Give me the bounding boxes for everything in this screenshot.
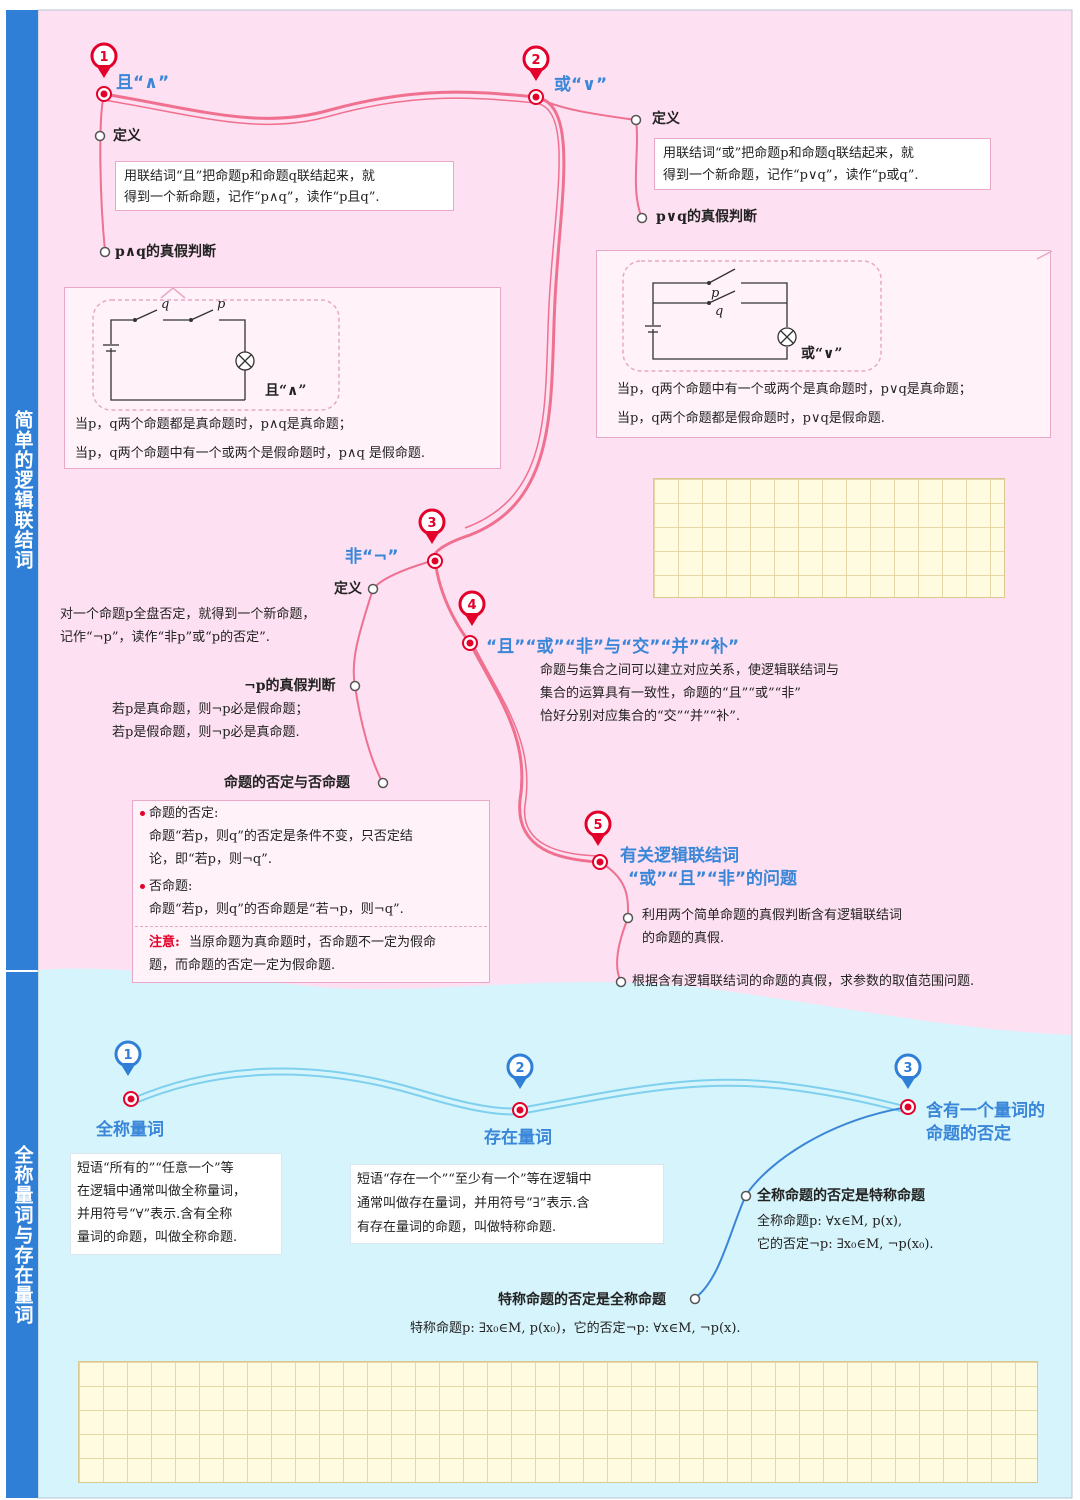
node1-judge-label: p∧q的真假判断 <box>115 244 216 260</box>
s2-node3-item2-text: 特称命题p: ∃x₀∈M, p(x₀)，它的否定¬p: ∀x∈M, ¬p(x). <box>410 1321 741 1336</box>
node5-item1-line1: 利用两个简单命题的真假判断含有逻辑联结词 <box>642 908 903 923</box>
node1-title: 且“∧” <box>116 73 170 93</box>
neg-note-label: 注意: <box>149 935 180 950</box>
node2-def-line2: 得到一个新命题，记作“p∨q”，读作“p或q”. <box>663 168 919 183</box>
s2-node2-box: 短语“存在一个”“至少有一个”等在逻辑中 通常叫做存在量词，并用符号“∃”表示.… <box>350 1164 664 1244</box>
node3-neg-box: 命题的否定: 命题“若p，则q”的否定是条件不变，只否定结 论，即“若p，则¬q… <box>132 800 490 983</box>
marker-s1-1: 1 <box>90 42 118 102</box>
node1-def-label: 定义 <box>113 128 141 144</box>
neg-item2-title: 否命题: <box>149 879 193 894</box>
neg-item1-line1: 命题“若p，则q”的否定是条件不变，只否定结 <box>149 829 413 844</box>
node5-title-line2: “或”“且”“非”的问题 <box>628 869 798 889</box>
neg-item2-line1: 命题“若p，则q”的否命题是“若¬p，则¬q”. <box>149 902 404 917</box>
s2-node3-item1-line2: 它的否定¬p: ∃x₀∈M, ¬p(x₀). <box>757 1237 934 1252</box>
node2-rule2: 当p，q两个命题都是假命题时，p∨q是假命题. <box>617 411 885 426</box>
marker-s2-3-num: 3 <box>903 1061 912 1076</box>
node1-rule1: 当p，q两个命题都是真命题时，p∧q是真命题； <box>75 417 352 432</box>
node5-item1-line2: 的命题的真假. <box>642 931 725 946</box>
s2-node2-line1: 短语“存在一个”“至少有一个”等在逻辑中 <box>357 1172 592 1187</box>
and-circuit-diagram <box>92 288 340 411</box>
or-circuit-diagram <box>622 251 1052 372</box>
node3-neg-label: 命题的否定与否命题 <box>224 775 350 791</box>
node2-def-line1: 用联结词“或”把命题p和命题q联结起来，就 <box>663 146 914 161</box>
or-circuit-caption: 或“∨” <box>801 346 843 362</box>
node4-line3: 恰好分别对应集合的“交”“并”“补”. <box>540 709 741 724</box>
node2-judge-box: p q 或“∨” 当p，q两个命题中有一个或两个是真命题时，p∨q是真命题； 当… <box>596 250 1052 438</box>
and-circuit-q: q <box>161 297 170 312</box>
s2-node3-title-line1: 含有一个量词的 <box>926 1101 1045 1121</box>
or-circuit-q: q <box>715 304 724 319</box>
node5-item2: 根据含有逻辑联结词的命题的真假，求参数的取值范围问题. <box>632 974 975 989</box>
node1-rule2: 当p，q两个命题中有一个或两个是假命题时，p∧q 是假命题. <box>75 446 426 461</box>
node3-def-line2: 记作“¬p”，读作“非p”或“p的否定”. <box>60 630 270 645</box>
marker-s1-4-num: 4 <box>467 598 476 613</box>
s2-node3-item2-label: 特称命题的否定是全称命题 <box>498 1292 666 1308</box>
s2-node1-box: 短语“所有的”“任意一个”等 在逻辑中通常叫做全称量词， 并用符号“∀”表示.含… <box>70 1153 282 1255</box>
branch-dots <box>94 114 752 1305</box>
neg-divider <box>135 926 487 927</box>
neg-note-line2: 题，而命题的否定一定为假命题. <box>149 958 336 973</box>
node3-judge-line1: 若p是真命题，则¬p必是假命题； <box>112 702 309 717</box>
node2-def-label: 定义 <box>652 111 680 127</box>
s2-node2-line3: 有存在量词的命题，叫做特称命题. <box>357 1220 557 1235</box>
node2-judge-label: p∨q的真假判断 <box>656 209 757 225</box>
s2-node1-line4: 量词的命题，叫做全称命题. <box>77 1230 238 1245</box>
section1-side-title: 简单的逻辑联结词 <box>6 10 38 970</box>
node1-judge-box: q p 且“∧” 当p，q两个命题都是真命题时，p∧q是真命题； 当p，q两个命… <box>64 287 501 469</box>
s2-node2-title: 存在量词 <box>484 1128 552 1148</box>
s2-node3-item1-line1: 全称命题p: ∀x∈M, p(x), <box>757 1214 903 1229</box>
node3-title: 非“¬” <box>345 547 399 567</box>
and-circuit-caption: 且“∧” <box>265 383 307 399</box>
s2-node1-title: 全称量词 <box>96 1120 164 1140</box>
marker-s1-5-num: 5 <box>593 818 602 833</box>
marker-s2-1-num: 1 <box>123 1048 132 1063</box>
s2-node1-line3: 并用符号“∀”表示.含有全称 <box>77 1207 233 1222</box>
s2-node2-line2: 通常叫做存在量词，并用符号“∃”表示.含 <box>357 1196 590 1211</box>
s2-node3-item1-label: 全称命题的否定是特称命题 <box>757 1188 925 1204</box>
node2-rule1: 当p，q两个命题中有一个或两个是真命题时，p∨q是真命题； <box>617 382 972 397</box>
neg-item1-title: 命题的否定: <box>149 806 219 821</box>
node4-title: “且”“或”“非”与“交”“并”“补” <box>486 637 740 657</box>
page-border <box>37 9 1073 1499</box>
marker-s2-2-num: 2 <box>515 1061 524 1076</box>
marker-s1-1-num: 1 <box>99 50 108 65</box>
node3-def-label: 定义 <box>334 581 362 597</box>
marker-s2-2: 2 <box>506 1053 534 1118</box>
bullet-dot <box>140 811 145 816</box>
notes-grid-2 <box>78 1361 1038 1483</box>
marker-s1-4: 4 <box>458 590 486 651</box>
node2-title: 或“∨” <box>554 75 608 95</box>
neg-note-line1: 当原命题为真命题时，否命题不一定为假命 <box>189 935 437 950</box>
node3-def-line1: 对一个命题p全盘否定，就得到一个新命题， <box>60 607 316 622</box>
node3-judge-line2: 若p是假命题，则¬p必是真命题. <box>112 725 300 740</box>
neg-item1-line2: 论，即“若p，则¬q”. <box>149 852 272 867</box>
s2-node1-line2: 在逻辑中通常叫做全称量词， <box>77 1184 247 1199</box>
node2-def-box: 用联结词“或”把命题p和命题q联结起来，就 得到一个新命题，记作“p∨q”，读作… <box>654 138 991 190</box>
bullet-dot <box>140 884 145 889</box>
node4-line1: 命题与集合之间可以建立对应关系，使逻辑联结词与 <box>540 663 840 678</box>
marker-s2-1: 1 <box>114 1040 142 1107</box>
marker-s2-3: 3 <box>894 1053 922 1115</box>
node3-judge-label: ¬p的真假判断 <box>244 678 336 694</box>
notes-grid-1 <box>653 478 1005 598</box>
and-circuit-p: p <box>217 297 226 312</box>
marker-s1-3-num: 3 <box>427 516 436 531</box>
node5-title-line1: 有关逻辑联结词 <box>620 846 739 866</box>
marker-s1-3: 3 <box>418 508 446 569</box>
s2-node1-line1: 短语“所有的”“任意一个”等 <box>77 1161 234 1176</box>
or-circuit-p: p <box>711 286 720 301</box>
node1-def-line2: 得到一个新命题，记作“p∧q”，读作“p且q”. <box>124 190 380 205</box>
marker-s1-2: 2 <box>522 45 550 105</box>
s2-node3-title-line2: 命题的否定 <box>926 1124 1011 1144</box>
section2-side-title: 全称量词与存在量词 <box>6 972 38 1498</box>
marker-s1-2-num: 2 <box>531 53 540 68</box>
node4-line2: 集合的运算具有一致性，命题的“且”“或”“非” <box>540 686 801 701</box>
node1-def-box: 用联结词“且”把命题p和命题q联结起来，就 得到一个新命题，记作“p∧q”，读作… <box>115 161 454 211</box>
node1-def-line1: 用联结词“且”把命题p和命题q联结起来，就 <box>124 169 375 184</box>
marker-s1-5: 5 <box>584 810 612 870</box>
